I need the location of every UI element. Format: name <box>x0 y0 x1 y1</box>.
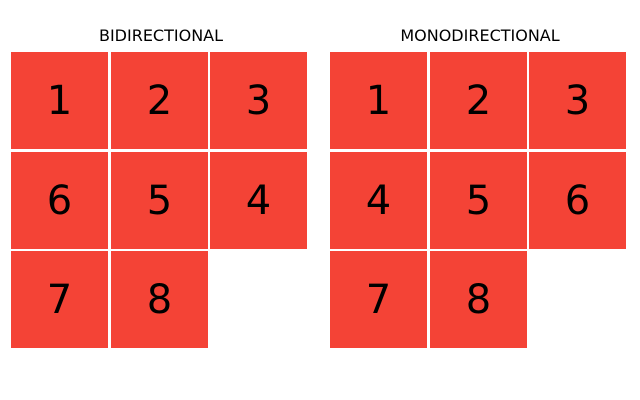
panel-title: BIDIRECTIONAL <box>98 26 224 45</box>
tile: 7 <box>11 251 108 348</box>
tile: 1 <box>330 52 427 149</box>
tile: 8 <box>430 251 527 348</box>
tile: 4 <box>210 152 307 249</box>
tile: 6 <box>11 152 108 249</box>
tile: 3 <box>529 52 626 149</box>
tile: 7 <box>330 251 427 348</box>
tile: 5 <box>111 152 208 249</box>
tile: 2 <box>430 52 527 149</box>
panel-title: MONODIRECTIONAL <box>400 26 560 45</box>
tile: 8 <box>111 251 208 348</box>
tile: 1 <box>11 52 108 149</box>
tile: 4 <box>330 152 427 249</box>
tile: 5 <box>430 152 527 249</box>
tile: 6 <box>529 152 626 249</box>
tile: 2 <box>111 52 208 149</box>
tile: 3 <box>210 52 307 149</box>
